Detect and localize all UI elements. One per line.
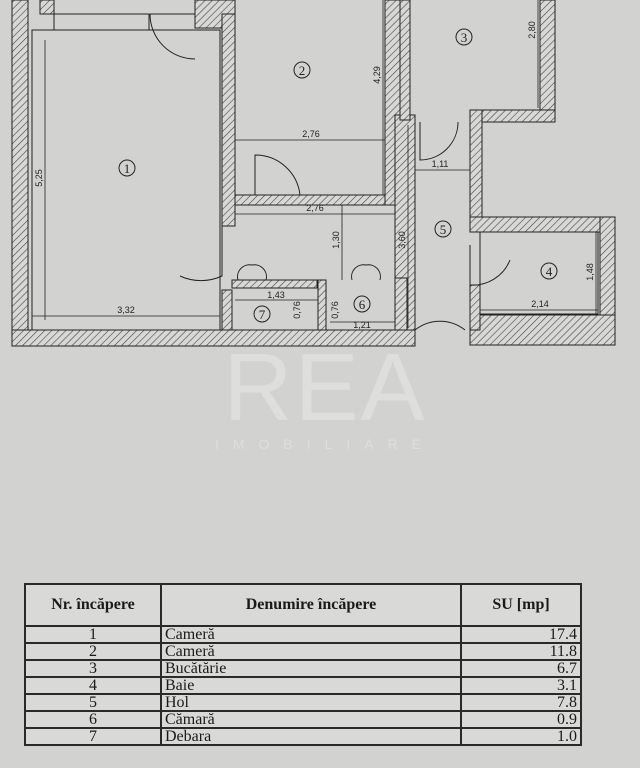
dim-label: 5,25: [34, 169, 44, 187]
cell-name: Cameră: [160, 625, 462, 644]
cell-name: Bucătărie: [160, 659, 462, 678]
svg-text:4: 4: [546, 264, 553, 279]
room-4-label: 4: [540, 262, 558, 280]
room-1-label: 1: [118, 159, 136, 177]
room-6-label: 6: [353, 295, 371, 313]
cell-su: 1.0: [460, 727, 582, 746]
cell-nr: 5: [24, 693, 162, 712]
cell-nr: 7: [24, 727, 162, 746]
svg-text:2: 2: [299, 63, 306, 78]
cell-su: 11.8: [460, 642, 582, 661]
header-su: SU [mp]: [460, 583, 582, 627]
cell-name: Debara: [160, 727, 462, 746]
cell-nr: 6: [24, 710, 162, 729]
rooms-table: Nr. încăpere Denumire încăpere SU [mp] 1…: [24, 583, 582, 746]
dim-label: 1,48: [585, 263, 595, 281]
cell-name: Hol: [160, 693, 462, 712]
room-2-label: 2: [293, 61, 311, 79]
cell-nr: 3: [24, 659, 162, 678]
cell-name: Cameră: [160, 642, 462, 661]
room-numbers: 1 2 3 4 5 6 7: [118, 28, 558, 323]
dimension-labels: 5,25 3,32 2,76 4,29 2,76 2,80 1,11 3,60 …: [34, 21, 595, 330]
table-header: Nr. încăpere Denumire încăpere SU [mp]: [24, 583, 582, 627]
dim-label: 1,21: [353, 320, 371, 330]
dim-label: 2,76: [306, 203, 324, 213]
cell-su: 17.4: [460, 625, 582, 644]
svg-text:1: 1: [124, 161, 131, 176]
dim-label: 1,11: [432, 159, 449, 169]
svg-text:3: 3: [461, 30, 468, 45]
header-nr: Nr. încăpere: [24, 583, 162, 627]
cell-su: 0.9: [460, 710, 582, 729]
dim-label: 1,30: [331, 231, 341, 249]
cell-nr: 1: [24, 625, 162, 644]
dim-label: 3,32: [117, 305, 135, 315]
dim-label: 0,76: [292, 301, 302, 319]
dim-label: 2,14: [531, 299, 549, 309]
cell-su: 6.7: [460, 659, 582, 678]
doors: [149, 13, 511, 332]
watermark-brand: REA: [223, 334, 427, 441]
svg-text:6: 6: [359, 297, 366, 312]
cell-su: 7.8: [460, 693, 582, 712]
cell-nr: 2: [24, 642, 162, 661]
dimension-lines: [32, 0, 598, 328]
room-5-label: 5: [434, 220, 452, 238]
cell-name: Cămară: [160, 710, 462, 729]
header-name: Denumire încăpere: [160, 583, 462, 627]
svg-text:5: 5: [440, 222, 447, 237]
dim-label: 2,76: [302, 129, 320, 139]
dim-label: 0,76: [330, 301, 340, 319]
room-7-label: 7: [253, 305, 271, 323]
svg-text:7: 7: [259, 307, 266, 322]
dim-label: 1,43: [267, 290, 285, 300]
cell-nr: 4: [24, 676, 162, 695]
dim-label: 3,60: [397, 231, 407, 249]
room-3-label: 3: [455, 28, 473, 46]
floor-plan: 1 2 3 4 5 6 7 5,25 3,32 2,76 4,29 2,76 2…: [11, 0, 616, 347]
cell-su: 3.1: [460, 676, 582, 695]
watermark-logo: REA IMOBILIARE: [195, 334, 455, 453]
dim-label: 4,29: [372, 66, 382, 84]
watermark-sub: IMOBILIARE: [214, 436, 436, 452]
dim-label: 2,80: [527, 21, 537, 39]
cell-name: Baie: [160, 676, 462, 695]
walls: [11, 0, 616, 347]
room-outlines: [31, 13, 599, 331]
